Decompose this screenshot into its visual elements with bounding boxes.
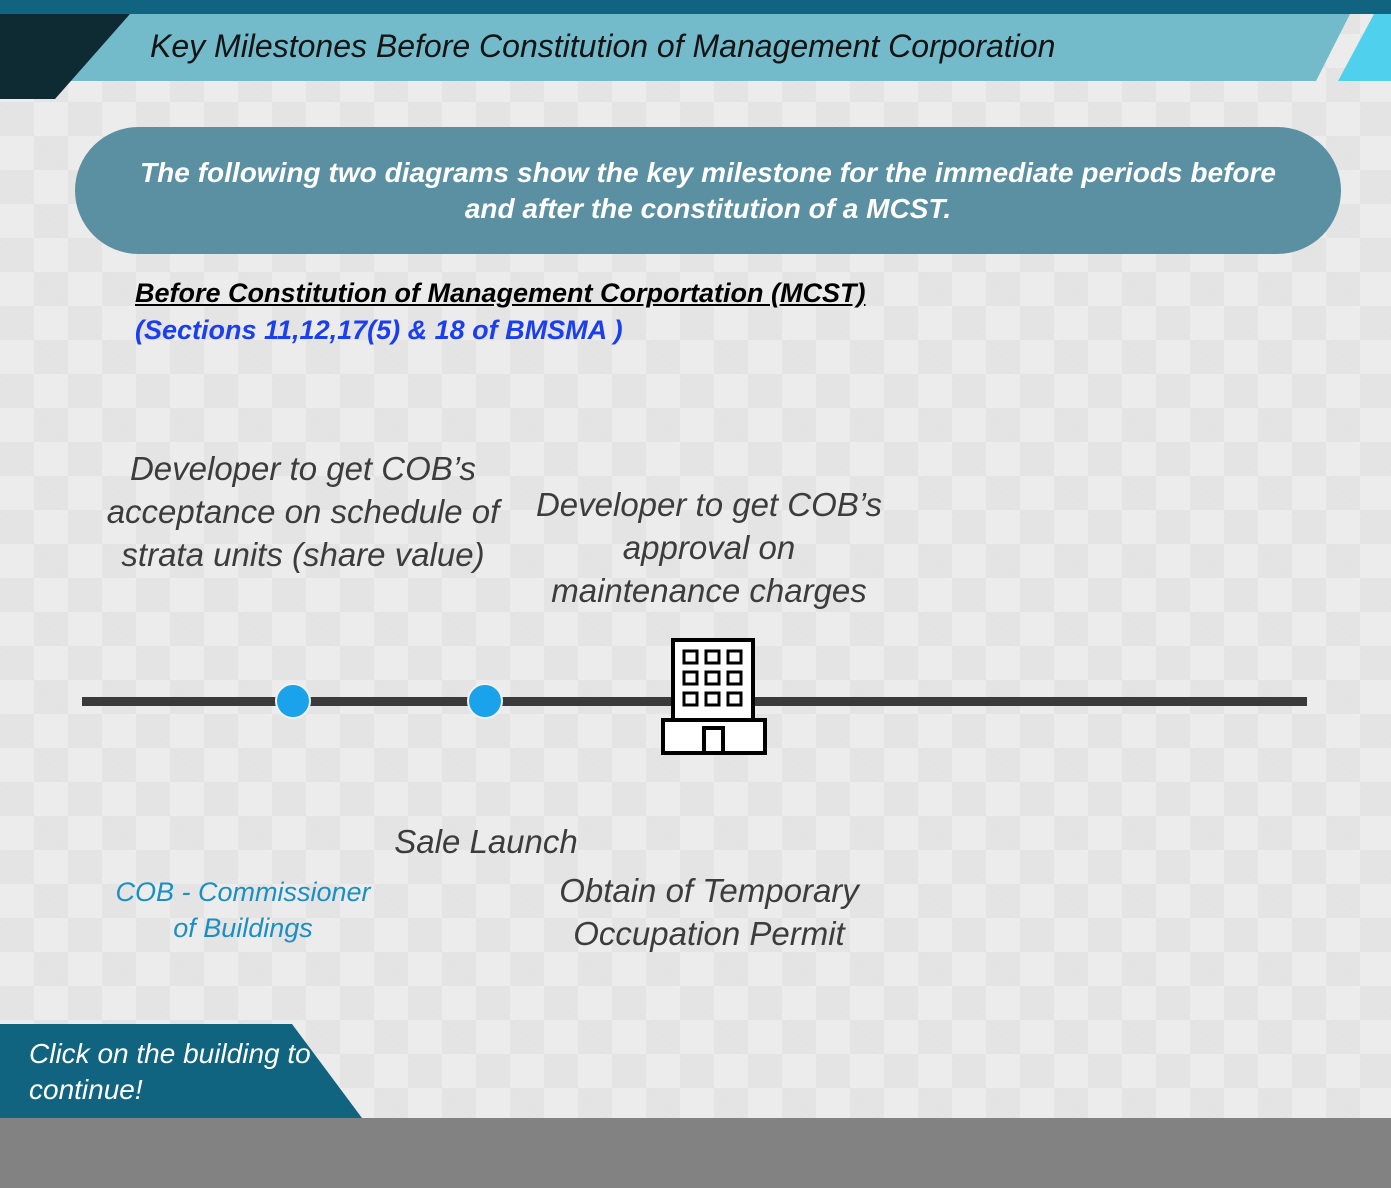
building-icon-graphic: [661, 638, 767, 755]
cta-panel: [0, 1024, 362, 1118]
milestone-share-value-label: Developer to get COB’s acceptance on sch…: [106, 450, 500, 573]
header-bar: [60, 14, 1350, 81]
cta-text: Click on the building to continue!: [29, 1038, 311, 1105]
cob-definition-note: COB - Commissioner of Buildings: [115, 877, 371, 943]
milestone-dot-sale-launch: [467, 683, 503, 719]
milestone-sale-launch-label: Sale Launch: [394, 823, 578, 860]
section-subtitle: (Sections 11,12,17(5) & 18 of BMSMA ): [135, 315, 623, 345]
intro-text: The following two diagrams show the key …: [140, 156, 1276, 224]
intro-box: The following two diagrams show the key …: [75, 127, 1341, 254]
top-strip: [0, 0, 1391, 14]
footer-bar: [0, 1118, 1391, 1188]
milestone-top-label: Obtain of Temporary Occupation Permit: [559, 872, 859, 952]
section-title: Before Constitution of Management Corpor…: [135, 278, 866, 308]
milestone-dot-share-value: [275, 683, 311, 719]
building-icon[interactable]: [661, 638, 767, 755]
page-title: Key Milestones Before Constitution of Ma…: [150, 28, 1056, 64]
milestone-maintenance-charges-label: Developer to get COB’s approval on maint…: [535, 486, 883, 609]
